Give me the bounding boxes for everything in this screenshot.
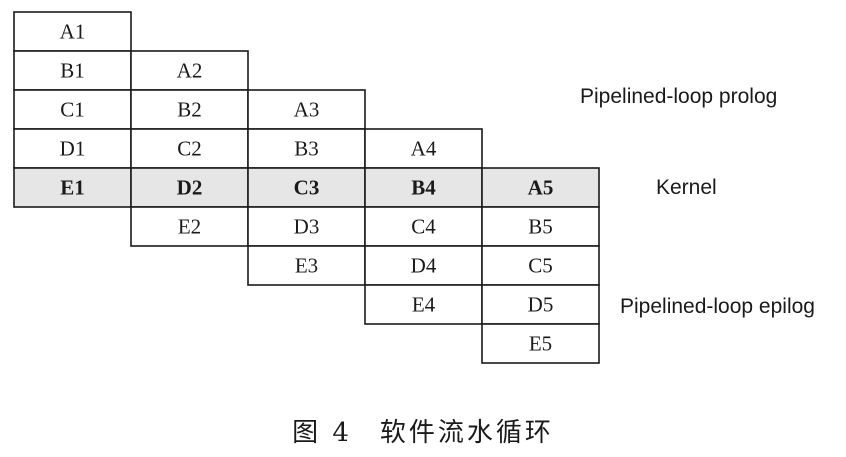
prolog-label: Pipelined-loop prolog: [580, 85, 778, 108]
stage-cell-box: [364, 167, 483, 208]
kernel-label: Kernel: [656, 176, 717, 199]
stage-cell-label: A3: [294, 98, 320, 122]
stage-cell-label: A2: [177, 59, 203, 83]
stage-cell-label: B3: [294, 137, 319, 161]
stage-cell-box: [481, 323, 600, 364]
stage-cell-label: E5: [529, 332, 552, 356]
stage-cell-label: D2: [177, 176, 203, 200]
stage-cell-label: D1: [60, 137, 86, 161]
stage-cell-label: E4: [412, 293, 436, 317]
stage-cell-label: E1: [60, 176, 85, 200]
figure-title: 软件流水循环: [379, 418, 554, 448]
stage-cell-box: [130, 128, 249, 169]
stage-cell-box: [247, 245, 366, 286]
stage-cell-label: C5: [528, 254, 553, 278]
stage-cell-label: A1: [60, 20, 86, 44]
figure-number: 图 4: [292, 418, 352, 448]
stage-cell-box: [481, 167, 600, 208]
stage-cell-box: [481, 245, 600, 286]
stage-cell-label: D4: [411, 254, 437, 278]
stage-cell-box: [364, 245, 483, 286]
stage-cell-box: [247, 128, 366, 169]
stage-cell-label: A4: [411, 137, 437, 161]
stage-cell-box: [13, 89, 132, 130]
stage-cell-label: B1: [60, 59, 85, 83]
stage-cell-box: [130, 206, 249, 247]
stage-cell-label: E2: [178, 215, 201, 239]
stage-cell-label: B2: [177, 98, 202, 122]
stage-cell-label: A5: [528, 176, 554, 200]
stage-cell-box: [13, 50, 132, 91]
stage-cell-label: B4: [411, 176, 436, 200]
stage-cell-box: [13, 11, 132, 52]
stage-cell-box: [364, 206, 483, 247]
stage-cell-box: [247, 206, 366, 247]
stage-cell-label: C1: [60, 98, 85, 122]
stage-cell-label: C3: [294, 176, 320, 200]
stage-cell-label: B5: [528, 215, 553, 239]
stage-cell-label: C4: [411, 215, 436, 239]
stage-cell-box: [364, 128, 483, 169]
epilog-label: Pipelined-loop epilog: [620, 295, 815, 318]
stage-cell-box: [247, 167, 366, 208]
stage-cell-label: D3: [294, 215, 320, 239]
stage-cell-label: E3: [295, 254, 318, 278]
figure-caption: 图 4 软件流水循环: [0, 412, 846, 449]
stage-cell-label: D5: [528, 293, 554, 317]
stage-cell-box: [481, 284, 600, 325]
stage-cell-label: C2: [177, 137, 202, 161]
stage-cell-box: [13, 167, 132, 208]
stage-cell-box: [130, 167, 249, 208]
